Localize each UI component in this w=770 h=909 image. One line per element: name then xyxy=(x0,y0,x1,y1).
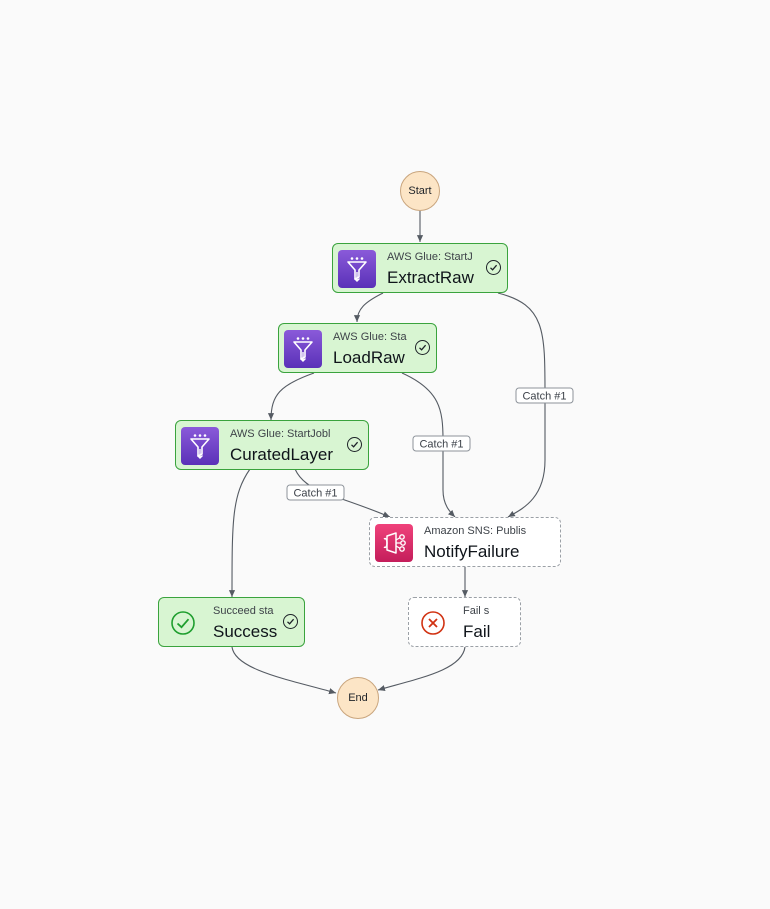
svg-text:Catch #1: Catch #1 xyxy=(522,391,566,403)
succeeded-check-icon xyxy=(415,340,430,355)
amazon-sns-icon xyxy=(375,524,413,562)
end-node[interactable]: End xyxy=(337,677,379,719)
succeeded-check-icon xyxy=(283,614,298,629)
state-type-label: Amazon SNS: Publis xyxy=(424,525,527,537)
state-name: NotifyFailure xyxy=(424,542,520,561)
edge-fail-to-end xyxy=(377,646,466,692)
state-type-label: Succeed sta xyxy=(213,605,274,617)
fail-x-icon xyxy=(414,604,452,642)
start-node[interactable]: Start xyxy=(400,171,440,211)
state-curatedlayer[interactable]: AWS Glue: StartJobl CuratedLayer xyxy=(175,420,369,470)
state-type-label: AWS Glue: StartJobl xyxy=(230,428,331,440)
state-success[interactable]: Succeed sta Success xyxy=(158,597,305,647)
succeeded-check-icon xyxy=(486,260,501,275)
edge-success-to-end xyxy=(231,646,337,695)
state-notifyfailure[interactable]: Amazon SNS: Publis NotifyFailure xyxy=(369,517,561,567)
aws-glue-icon xyxy=(284,330,322,368)
start-label: Start xyxy=(408,185,432,197)
state-type-label: Fail s xyxy=(463,605,490,617)
edge-loadraw-to-curatedlayer xyxy=(267,372,315,421)
state-fail[interactable]: Fail s Fail xyxy=(408,597,521,647)
aws-glue-icon xyxy=(181,427,219,465)
state-name: LoadRaw xyxy=(333,348,405,367)
state-name: CuratedLayer xyxy=(230,445,334,464)
edge-extractraw-catch xyxy=(497,292,546,518)
succeeded-check-icon xyxy=(347,437,362,452)
end-label: End xyxy=(348,692,368,704)
edge-label-extract-catch: Catch #1 xyxy=(515,387,574,404)
state-name: ExtractRaw xyxy=(387,268,474,287)
state-loadraw[interactable]: AWS Glue: Sta LoadRaw xyxy=(278,323,437,373)
edge-label-curated-catch: Catch #1 xyxy=(286,484,345,501)
succeed-check-icon xyxy=(164,604,202,642)
state-type-label: AWS Glue: Sta xyxy=(333,331,407,343)
aws-glue-icon xyxy=(338,250,376,288)
svg-text:Catch #1: Catch #1 xyxy=(419,439,463,451)
state-name: Success xyxy=(213,622,278,641)
svg-text:Catch #1: Catch #1 xyxy=(293,488,337,500)
state-name: Fail xyxy=(463,622,491,641)
edge-extractraw-to-loadraw xyxy=(353,292,384,323)
state-extractraw[interactable]: AWS Glue: StartJ ExtractRaw xyxy=(332,243,508,293)
edge-label-load-catch: Catch #1 xyxy=(412,435,471,452)
edge-curatedlayer-to-success xyxy=(228,468,251,598)
state-type-label: AWS Glue: StartJ xyxy=(387,251,473,263)
